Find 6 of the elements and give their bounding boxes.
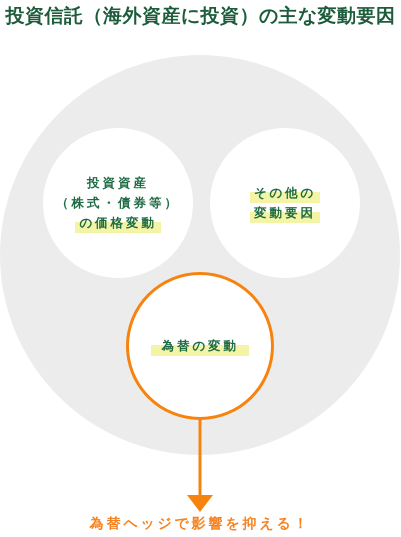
arrow xyxy=(187,420,213,512)
highlighted-label: 為替の変動 xyxy=(151,336,249,356)
conclusion-text: 為替ヘッジで影響を抑える！ xyxy=(90,514,310,534)
circle-label: 投資資産（株式・債券等） xyxy=(55,174,181,212)
highlighted-label: の価格変動 xyxy=(75,213,161,233)
title: 投資信託（海外資産に投資）の主な変動要因 xyxy=(6,4,396,29)
